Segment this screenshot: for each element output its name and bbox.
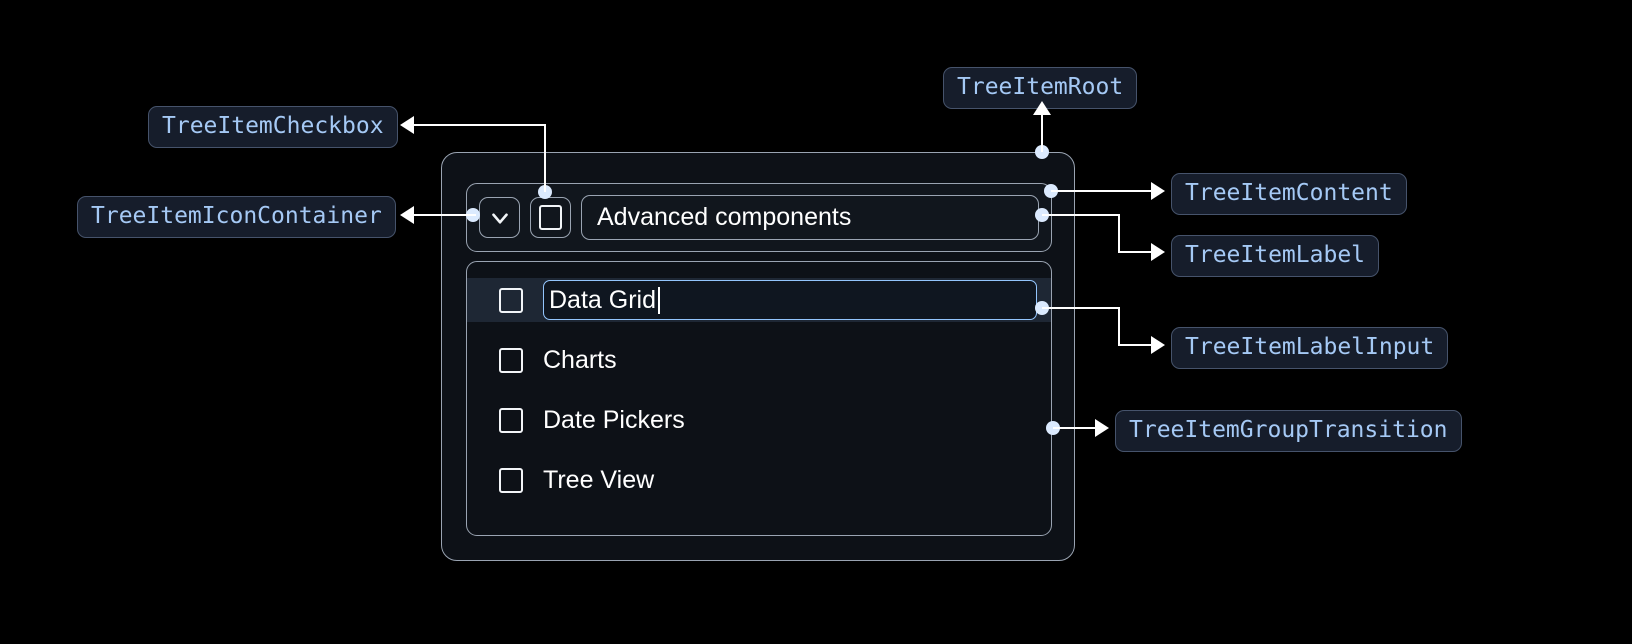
arrowhead-content: [1151, 182, 1165, 200]
arrowhead-label-input: [1151, 336, 1165, 354]
tree-item-root-container[interactable]: Advanced components Data Grid Charts Dat…: [441, 152, 1075, 561]
tree-item-label-text: Tree View: [543, 466, 655, 494]
tree-row-data-grid[interactable]: Data Grid: [467, 278, 1051, 322]
connector-label-vertical: [1118, 214, 1120, 253]
annotation-chip-tree-item-label: TreeItemLabel: [1171, 235, 1380, 277]
text-caret: [657, 286, 660, 314]
connector-label-input-vertical: [1118, 307, 1120, 346]
checkbox-box-icon: [539, 205, 562, 230]
tree-item-group-transition: Data Grid Charts Date Pickers Tree View: [466, 261, 1052, 536]
tree-item-content-row[interactable]: Advanced components: [466, 183, 1052, 252]
connector-checkbox-horizontal: [414, 124, 546, 126]
tree-row-charts[interactable]: Charts: [467, 338, 1051, 382]
connector-label-horizontal-2: [1118, 251, 1153, 253]
arrowhead-group-transition: [1095, 419, 1109, 437]
anchor-dot-root: [1035, 145, 1049, 159]
connector-icon-container-horizontal: [414, 214, 476, 216]
label-input-value: Data Grid: [549, 285, 656, 314]
checkbox-box-icon[interactable]: [499, 467, 523, 493]
annotation-chip-tree-item-checkbox: TreeItemCheckbox: [148, 106, 398, 148]
annotation-chip-tree-item-content: TreeItemContent: [1171, 173, 1407, 215]
anchor-dot-checkbox: [538, 185, 552, 199]
tree-item-label-text: Advanced components: [597, 203, 852, 231]
connector-checkbox-vertical: [544, 125, 546, 192]
tree-row-tree-view[interactable]: Tree View: [467, 458, 1051, 502]
arrowhead-root: [1033, 101, 1051, 115]
connector-group-transition-horizontal: [1053, 427, 1097, 429]
arrowhead-icon-container: [400, 206, 414, 224]
tree-row-date-pickers[interactable]: Date Pickers: [467, 398, 1051, 442]
tree-item-label-text: Date Pickers: [543, 406, 685, 434]
arrowhead-checkbox: [400, 116, 414, 134]
connector-label-input-horizontal-1: [1042, 307, 1120, 309]
tree-item-icon-container[interactable]: [479, 197, 520, 238]
connector-content-horizontal: [1051, 190, 1153, 192]
annotation-chip-tree-item-icon-container: TreeItemIconContainer: [77, 196, 396, 238]
tree-item-label[interactable]: Advanced components: [581, 195, 1039, 240]
connector-label-input-horizontal-2: [1118, 344, 1153, 346]
annotation-chip-tree-item-group-transition: TreeItemGroupTransition: [1115, 410, 1462, 452]
connector-root-vertical: [1041, 113, 1043, 152]
checkbox-box-icon[interactable]: [499, 347, 523, 373]
tree-item-checkbox[interactable]: [530, 197, 571, 238]
checkbox-box-icon[interactable]: [499, 287, 523, 313]
checkbox-box-icon[interactable]: [499, 407, 523, 433]
tree-item-label-text: Charts: [543, 346, 617, 374]
arrowhead-label: [1151, 243, 1165, 261]
annotation-chip-tree-item-label-input: TreeItemLabelInput: [1171, 327, 1449, 369]
connector-label-horizontal-1: [1042, 214, 1120, 216]
chevron-down-icon: [487, 205, 513, 231]
tree-item-label-input[interactable]: Data Grid: [543, 280, 1037, 320]
